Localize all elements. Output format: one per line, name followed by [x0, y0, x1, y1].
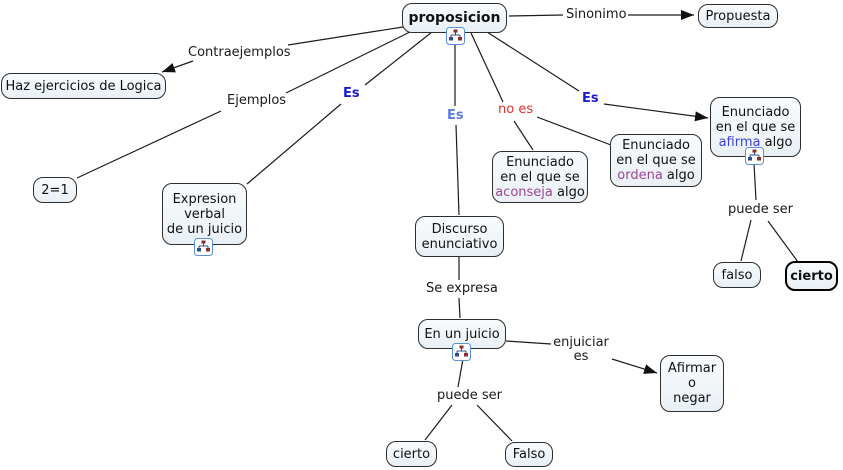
link-sinonimo[interactable]: Sinonimo — [566, 7, 627, 22]
concept-label: verbal — [184, 206, 225, 222]
hierarchy-resource-icon[interactable] — [745, 147, 764, 165]
concept-propuesta[interactable]: Propuesta — [698, 4, 778, 28]
concept-discurso-enunciativo[interactable]: Discurso enunciativo — [415, 216, 504, 257]
concept-label: afirma algo — [719, 135, 793, 150]
concept-cierto-right[interactable]: cierto — [785, 261, 838, 291]
verb-rest: algo — [662, 168, 695, 183]
concept-label: negar — [673, 391, 711, 406]
link-puede-ser-right[interactable]: puede ser — [728, 202, 793, 217]
concept-label: 2=1 — [41, 182, 69, 198]
link-contraejemplos[interactable]: Contraejemplos — [188, 45, 291, 60]
hierarchy-resource-icon[interactable] — [446, 27, 465, 45]
concept-haz-ejercicios[interactable]: Haz ejercicios de Logica — [1, 73, 166, 99]
verb-word: aconseja — [495, 184, 553, 200]
concept-label: Enunciado — [721, 104, 790, 120]
concept-label: cierto — [790, 268, 833, 284]
link-se-expresa[interactable]: Se expresa — [426, 281, 498, 296]
concept-label: Afirmar — [667, 361, 717, 376]
concept-label: enunciativo — [421, 236, 498, 252]
concept-label: en el que se — [500, 169, 580, 185]
verb-word: afirma — [718, 134, 761, 150]
concept-label: aconseja algo — [495, 185, 585, 200]
concept-cierto-bottom[interactable]: cierto — [386, 441, 437, 467]
concept-label: en el que se — [616, 153, 696, 168]
concept-afirmar-o-negar[interactable]: Afirmar o negar — [660, 355, 724, 412]
concept-label: Haz ejercicios de Logica — [5, 78, 162, 94]
concept-enunciado-aconseja[interactable]: Enunciado en el que se aconseja algo — [492, 151, 588, 203]
concept-label: proposicion — [408, 9, 501, 26]
link-enjuiciar-line1: enjuiciar — [553, 335, 609, 350]
concept-label: falso — [721, 267, 753, 283]
link-ejemplos[interactable]: Ejemplos — [227, 93, 287, 108]
concept-label: En un juicio — [424, 326, 500, 342]
concept-falso-bottom[interactable]: Falso — [505, 442, 553, 467]
concept-falso-right[interactable]: falso — [713, 262, 761, 288]
link-no-es[interactable]: no es — [498, 102, 534, 117]
concept-label: Expresion — [172, 191, 237, 207]
hierarchy-resource-icon[interactable] — [194, 238, 213, 256]
link-enjuiciar-line2: es — [573, 349, 589, 364]
concept-label: cierto — [392, 446, 431, 462]
concept-label: Propuesta — [705, 8, 771, 24]
concept-label: de un juicio — [166, 221, 243, 237]
concept-2-igual-1[interactable]: 2=1 — [33, 177, 77, 203]
verb-rest: algo — [760, 134, 793, 150]
concept-label: o — [688, 376, 696, 391]
concept-label: Enunciado — [506, 154, 574, 170]
link-es-3[interactable]: Es — [582, 91, 599, 106]
verb-word: ordena — [617, 168, 663, 183]
concept-expresion-verbal[interactable]: Expresion verbal de un juicio — [162, 183, 247, 245]
hierarchy-resource-icon[interactable] — [452, 343, 471, 361]
verb-rest: algo — [552, 184, 585, 200]
concept-label: Enunciado — [622, 138, 690, 153]
concept-label: en el que se — [715, 119, 796, 135]
concept-label: Discurso — [431, 221, 488, 237]
link-puede-ser-bottom[interactable]: puede ser — [437, 388, 502, 403]
concept-enunciado-ordena[interactable]: Enunciado en el que se ordena algo — [610, 134, 702, 187]
concept-label: ordena algo — [617, 168, 694, 183]
link-es-2[interactable]: Es — [447, 108, 464, 123]
concept-label: Falso — [512, 447, 546, 462]
link-es-1[interactable]: Es — [343, 86, 360, 101]
link-enjuiciar-es[interactable]: enjuiciar es — [552, 336, 610, 364]
